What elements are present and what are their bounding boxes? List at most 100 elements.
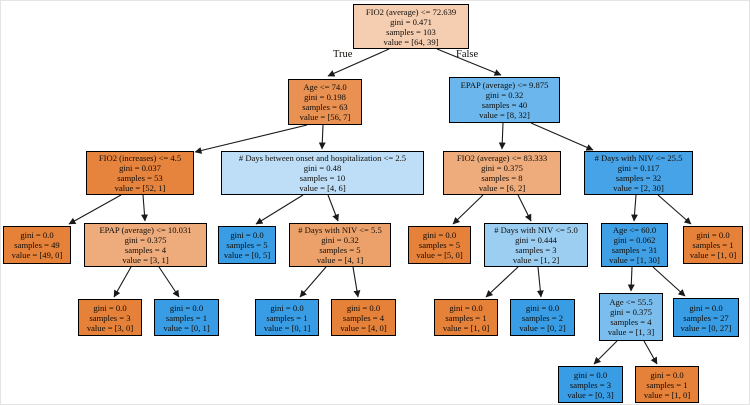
node-text-line: # Days with NIV <= 25.5 <box>594 153 683 163</box>
node-text-line: value = [64, 39] <box>383 36 439 47</box>
node-text-line: value = [2, 30] <box>613 183 664 193</box>
node-text-line: value = [1, 0] <box>643 389 691 400</box>
node-text-line: samples = 4 <box>610 317 652 327</box>
node-text-line: value = [4, 0] <box>340 322 387 333</box>
node-text-line: samples = 31 <box>611 245 658 255</box>
node-text-line: gini = 0.471 <box>390 16 432 27</box>
node-text-line: gini = 0.0 <box>230 230 264 240</box>
node-text-line: value = [0, 2] <box>519 322 566 333</box>
node-text-line: samples = 32 <box>615 173 662 183</box>
tree-edge <box>352 266 361 298</box>
node-text-line: gini = 0.444 <box>515 235 557 245</box>
node-text-line: samples = 1 <box>445 312 487 323</box>
tree-edge <box>530 122 594 151</box>
node-text-line: value = [5, 0] <box>416 250 463 260</box>
node-text-line: value = [0, 1] <box>263 322 311 333</box>
node-text-line: Age <= 55.5 <box>609 297 653 307</box>
node-text-line: samples = 2 <box>521 312 564 323</box>
node-text-line: gini = 0.0 <box>696 230 730 240</box>
tree-edge <box>517 194 532 222</box>
tree-edge <box>318 124 326 150</box>
tree-edge <box>657 194 692 225</box>
node-text-line: Age <= 74.0 <box>303 82 347 92</box>
node-text-line: samples = 63 <box>302 102 348 112</box>
node-text-line: samples = 4 <box>342 312 385 323</box>
node-text-line: gini = 0.0 <box>573 369 608 380</box>
tree-node-days-onset-hosp-2-5: # Days between onset and hospitalization… <box>221 151 424 195</box>
node-text-line: gini = 0.0 <box>270 302 304 313</box>
node-text-line: value = [1, 2] <box>512 255 560 265</box>
tree-edge <box>113 266 132 298</box>
node-text-line: # Days with NIV <= 5.5 <box>298 225 382 235</box>
node-text-line: FIO2 (average) <= 72.639 <box>365 6 457 17</box>
node-text-line: value = [49, 0] <box>11 250 63 260</box>
node-text-line: samples = 1 <box>266 312 308 323</box>
node-text-line: gini = 0.48 <box>303 163 342 173</box>
node-text-line: value = [56, 7] <box>299 112 351 122</box>
tree-edge <box>498 122 506 150</box>
tree-edge <box>536 266 544 298</box>
node-text-line: gini = 0.0 <box>525 302 560 313</box>
tree-edge <box>643 340 658 365</box>
node-text-line: FIO2 (increases) <= 4.5 <box>98 153 182 163</box>
node-text-line: samples = 1 <box>692 240 734 250</box>
node-text-line: gini = 0.375 <box>610 307 652 317</box>
tree-edge <box>68 194 122 225</box>
node-text-line: samples = 4 <box>124 245 167 255</box>
tree-edge <box>593 340 618 365</box>
node-text-line: value = [1, 0] <box>442 322 490 333</box>
tree-edge <box>452 194 484 225</box>
node-text-line: gini = 0.32 <box>485 90 524 100</box>
node-text-line: gini = 0.198 <box>304 92 346 102</box>
tree-edge <box>141 194 148 222</box>
node-text-line: gini = 0.0 <box>689 302 723 313</box>
tree-edge <box>194 124 308 154</box>
node-text-line: gini = 0.0 <box>650 369 684 380</box>
node-text-line: value = [0, 1] <box>163 322 210 333</box>
node-text-line: # Days between onset and hospitalization… <box>238 153 407 163</box>
node-text-line: samples = 3 <box>515 245 557 255</box>
node-text-line: # Days with NIV <= 5.0 <box>494 225 578 235</box>
tree-edge <box>627 266 635 292</box>
node-text-line: samples = 8 <box>481 173 523 183</box>
node-text-line: samples = 103 <box>386 26 436 37</box>
tree-edge <box>652 266 686 297</box>
tree-edge <box>327 48 390 77</box>
node-text-line: gini = 0.0 <box>169 302 204 313</box>
node-text-line: samples = 1 <box>165 312 208 323</box>
node-text-line: samples = 1 <box>646 379 688 390</box>
node-text-line: gini = 0.375 <box>481 163 523 173</box>
node-text-line: samples = 40 <box>481 100 528 110</box>
tree-edge <box>158 266 180 298</box>
node-text-line: value = [3, 0] <box>86 322 134 333</box>
tree-edge <box>255 194 304 225</box>
node-text-line: FIO2 (average) <= 83.333 <box>456 153 548 163</box>
node-text-line: gini = 0.0 <box>449 302 483 313</box>
node-text-line: value = [1, 30] <box>609 255 660 265</box>
node-text-line: value = [4, 6] <box>299 183 346 193</box>
node-text-line: gini = 0.117 <box>617 163 660 173</box>
node-text-line: value = [0, 3] <box>567 389 614 400</box>
node-text-line: gini = 0.0 <box>422 230 457 240</box>
tree-edge <box>299 266 327 298</box>
node-text-line: samples = 5 <box>319 245 361 255</box>
node-text-line: samples = 53 <box>117 173 163 183</box>
